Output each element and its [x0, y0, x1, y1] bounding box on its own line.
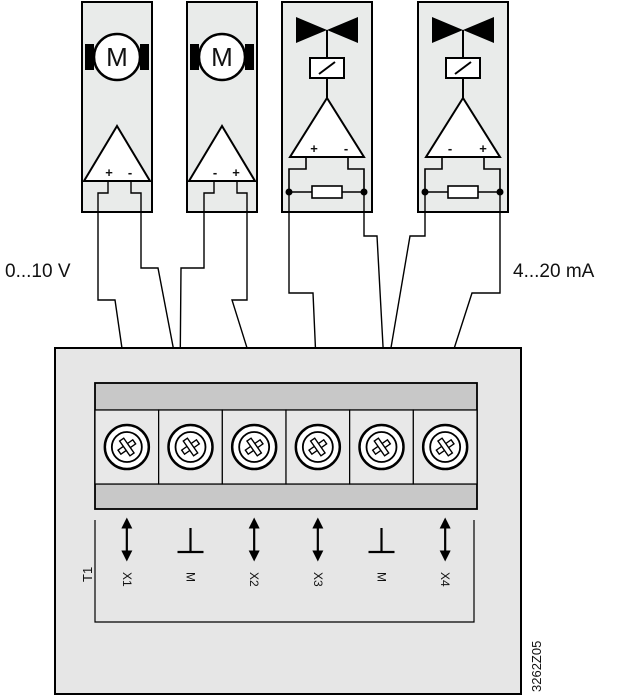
terminal-cell [349, 409, 414, 485]
terminal-label: X1 [120, 572, 134, 587]
amplifier-icon [187, 124, 257, 182]
terminal-cell [412, 409, 478, 485]
current-range-label: 4...20 mA [513, 261, 595, 282]
device-2-motor: M - + [186, 1, 258, 213]
terminal-1: X1 [120, 517, 134, 587]
terminal-cell [94, 409, 160, 485]
screw-icon [294, 423, 342, 471]
wire-device-2-minus [179, 181, 215, 384]
terminal-label: X4 [438, 572, 452, 587]
terminal-3: X2 [247, 517, 261, 587]
terminal-cells [94, 409, 478, 485]
screw-icon [358, 423, 405, 471]
wire-device-1-minus [130, 181, 181, 384]
terminal-5: M [368, 528, 395, 582]
amplifier-icon [424, 96, 502, 158]
shunt-resistor-icon [285, 157, 368, 199]
ground-icon [368, 528, 395, 554]
ground-icon [177, 528, 204, 554]
device-1-polarity-right: - [128, 165, 132, 180]
device-1-motor: M + - [81, 1, 153, 213]
wire-device-3-plus [288, 192, 318, 384]
valve-icon [432, 17, 494, 98]
terminal-cell [221, 409, 287, 485]
device-3-polarity-right: - [344, 141, 348, 156]
amplifier-icon [288, 96, 366, 158]
wire-device-4-minus [384, 192, 426, 384]
device-4-valve: - + [417, 1, 509, 213]
device-4-polarity-left: - [448, 141, 452, 156]
terminal-label: X2 [247, 572, 261, 587]
device-2-polarity-left: - [213, 165, 217, 180]
terminal-4: X3 [311, 517, 325, 587]
shunt-resistor-icon [421, 157, 504, 199]
valve-icon [296, 17, 358, 98]
device-3-polarity-left: + [310, 141, 318, 156]
screw-icon [421, 423, 469, 471]
wire-device-1-plus [97, 181, 128, 384]
device-4-polarity-right: + [479, 141, 487, 156]
terminal-label: M [375, 572, 389, 582]
terminal-label: M [184, 572, 198, 582]
device-1-polarity-left: + [105, 165, 113, 180]
wire-device-2-plus [231, 181, 259, 384]
device-3-valve: + - [281, 1, 373, 213]
screw-icon [230, 423, 278, 471]
wire-device-4-plus [442, 192, 501, 384]
motor-icon: M [190, 32, 254, 82]
device-2-polarity-right: + [232, 165, 240, 180]
terminal-2: M [177, 528, 204, 582]
terminal-labels: X1 M X2 X3 M X4 [120, 517, 452, 587]
voltage-range-label: 0...10 V [5, 261, 71, 282]
terminal-cell [158, 409, 223, 485]
screw-icon [103, 423, 151, 471]
terminal-6: X4 [438, 517, 452, 587]
terminal-label: X3 [311, 572, 325, 587]
motor-icon: M [85, 32, 149, 82]
amplifier-icon [82, 124, 152, 182]
controller-panel: T1 X1 M X2 X3 M X4 [54, 347, 522, 695]
screw-icon [167, 423, 214, 471]
wiring [97, 181, 501, 384]
terminal-block-label: T1 [80, 567, 95, 582]
wire-device-3-minus [363, 192, 386, 384]
motor-symbol: M [211, 42, 233, 72]
terminal-cell [285, 409, 351, 485]
terminal-bracket [94, 520, 475, 623]
motor-symbol: M [106, 42, 128, 72]
drawing-number: 3262Z05 [529, 641, 544, 692]
